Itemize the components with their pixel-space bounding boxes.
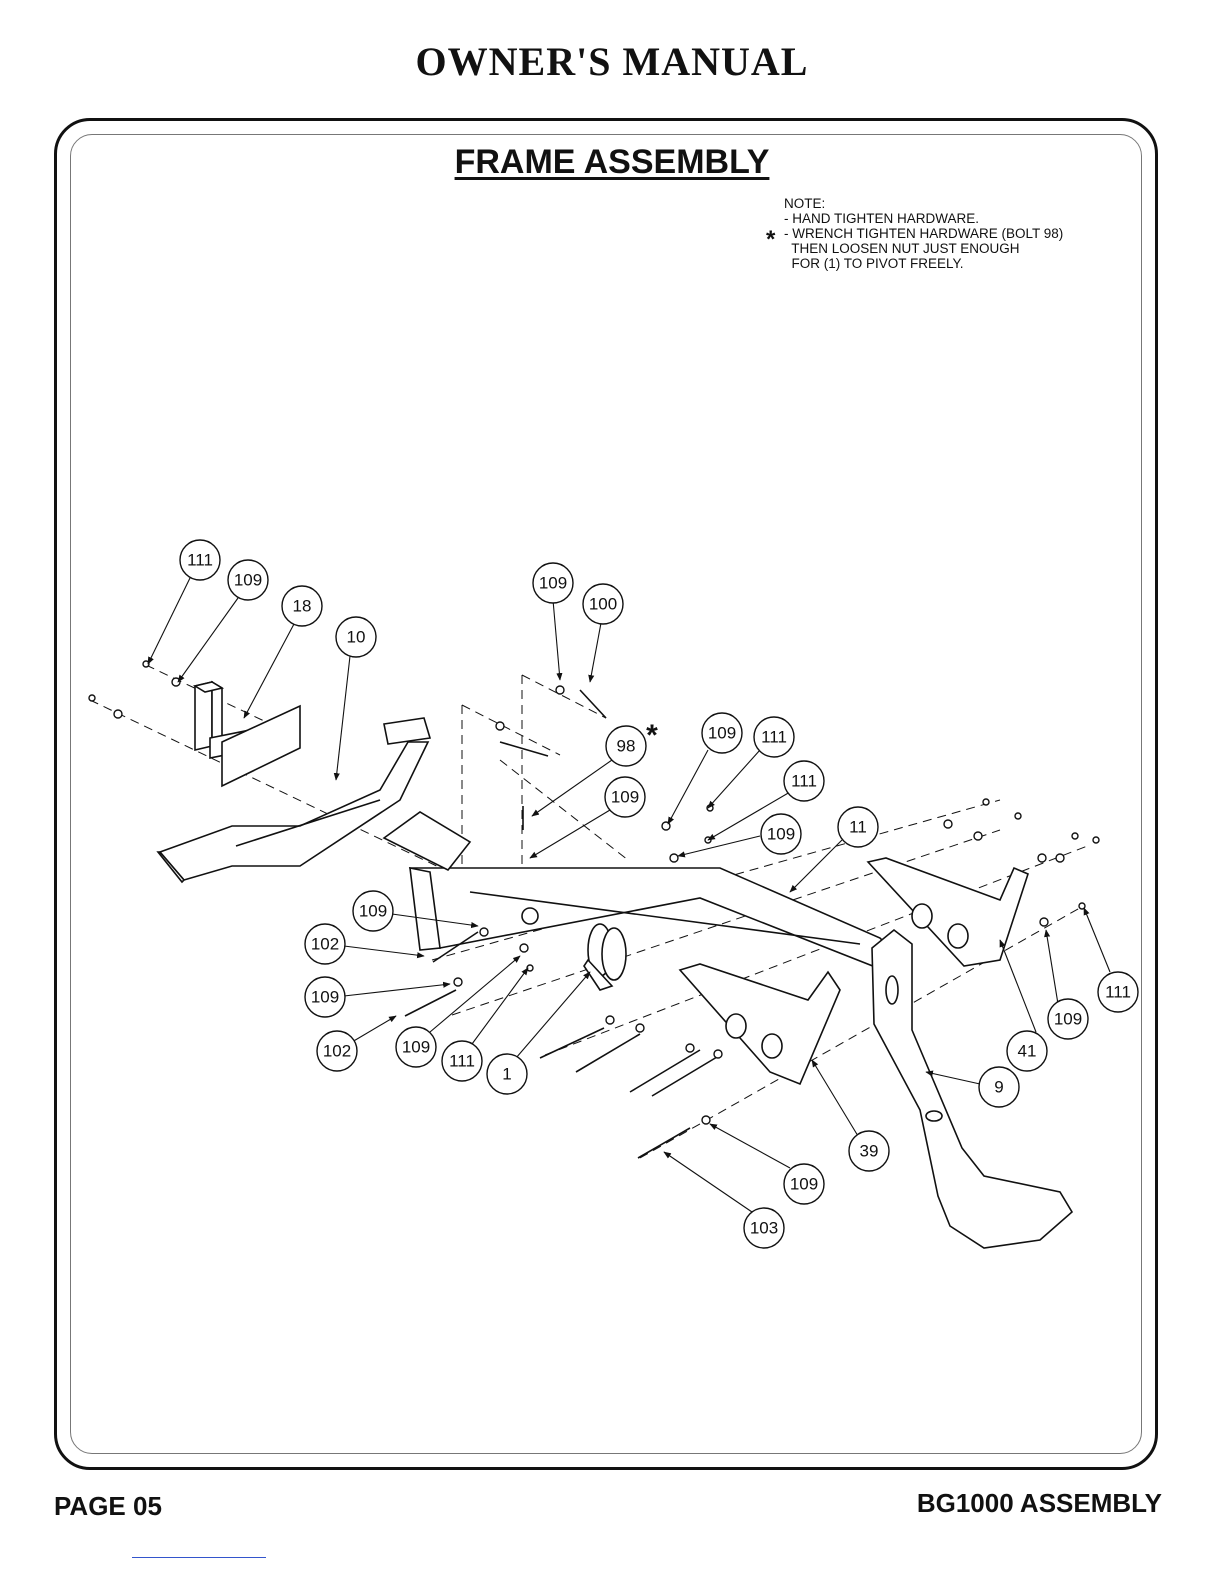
callout-109: 109: [605, 777, 645, 817]
callout-109: 109: [784, 1164, 824, 1204]
callout-111: 111: [1098, 972, 1138, 1012]
callout-111: 111: [180, 540, 220, 580]
callout-103: 103: [744, 1208, 784, 1248]
svg-text:41: 41: [1018, 1042, 1037, 1061]
svg-text:1: 1: [502, 1065, 511, 1084]
callout-109: 109: [1048, 999, 1088, 1039]
bottom-rule-divider: [132, 1557, 266, 1558]
callout-10: 10: [336, 617, 376, 657]
svg-text:109: 109: [539, 574, 567, 593]
callout-109: 109: [305, 977, 345, 1017]
callout-111: 111: [784, 761, 824, 801]
svg-text:109: 109: [767, 825, 795, 844]
callout-109: 109: [353, 891, 393, 931]
callout-18: 18: [282, 586, 322, 626]
callout-1: 1: [487, 1054, 527, 1094]
footer-document-title: BG1000 ASSEMBLY: [917, 1488, 1162, 1519]
callout-98: 98: [606, 726, 646, 766]
svg-text:10: 10: [347, 628, 366, 647]
callout-109: 109: [533, 563, 573, 603]
svg-text:111: 111: [761, 728, 787, 747]
svg-text:111: 111: [449, 1052, 475, 1071]
svg-text:111: 111: [1105, 983, 1131, 1002]
callout-39: 39: [849, 1131, 889, 1171]
svg-text:102: 102: [323, 1042, 351, 1061]
callout-111: 111: [442, 1041, 482, 1081]
callout-102: 102: [305, 924, 345, 964]
callout-9: 9: [979, 1067, 1019, 1107]
callout-109: 109: [396, 1027, 436, 1067]
callout-109: 109: [702, 713, 742, 753]
svg-text:109: 109: [611, 788, 639, 807]
svg-text:39: 39: [860, 1142, 879, 1161]
callout-102: 102: [317, 1031, 357, 1071]
part-11-main-frame: [384, 812, 900, 972]
callout-11: 11: [838, 807, 878, 847]
callout-41: 41: [1007, 1031, 1047, 1071]
callout-98-star-icon: *: [646, 719, 658, 752]
callout-111: 111: [754, 717, 794, 757]
svg-text:111: 111: [187, 551, 213, 570]
callout-109: 109: [228, 560, 268, 600]
svg-text:11: 11: [849, 818, 867, 837]
svg-text:109: 109: [359, 902, 387, 921]
svg-text:109: 109: [1054, 1010, 1082, 1029]
footer-page-number: PAGE 05: [54, 1491, 162, 1522]
svg-text:111: 111: [791, 772, 817, 791]
svg-text:109: 109: [708, 724, 736, 743]
svg-text:102: 102: [311, 935, 339, 954]
svg-text:103: 103: [750, 1219, 778, 1238]
part-9-upright: [872, 930, 1072, 1248]
svg-text:9: 9: [994, 1078, 1003, 1097]
svg-text:109: 109: [311, 988, 339, 1007]
part-18-bracket: [195, 682, 300, 786]
svg-text:100: 100: [589, 595, 617, 614]
svg-text:18: 18: [293, 597, 312, 616]
svg-text:98: 98: [617, 737, 636, 756]
svg-text:109: 109: [790, 1175, 818, 1194]
svg-text:109: 109: [234, 571, 262, 590]
svg-text:109: 109: [402, 1038, 430, 1057]
callout-109: 109: [761, 814, 801, 854]
callout-100: 100: [583, 584, 623, 624]
